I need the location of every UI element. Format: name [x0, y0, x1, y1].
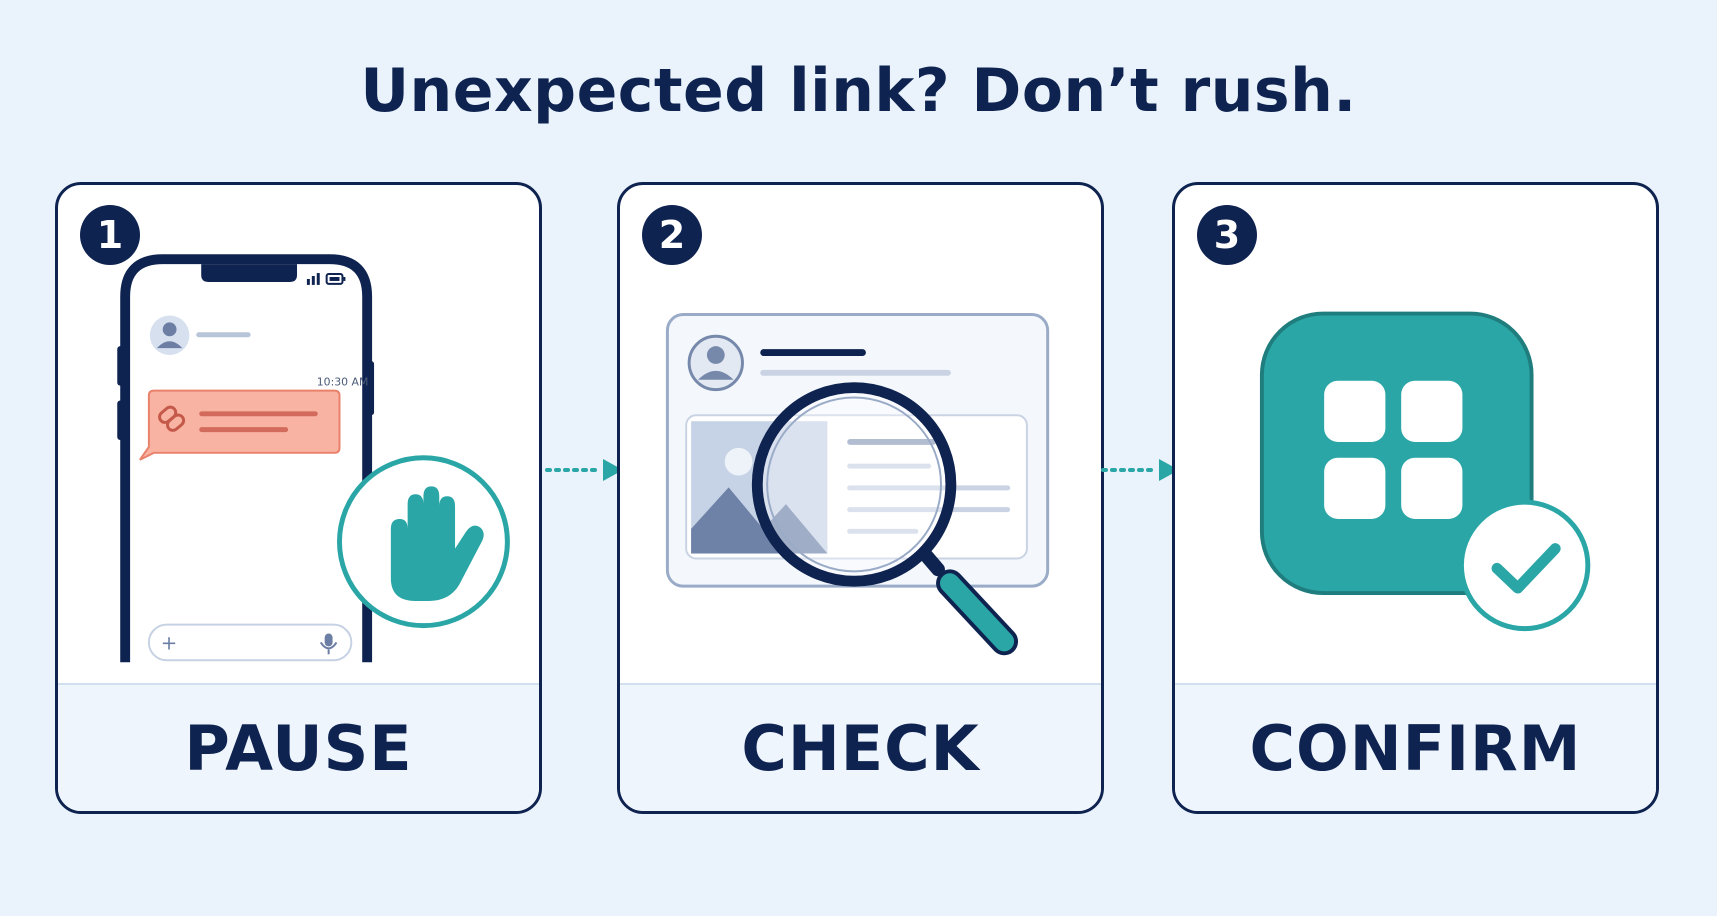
stop-hand-icon [337, 455, 510, 629]
step-label-strip: CONFIRM [1175, 683, 1656, 811]
signal-icon [306, 273, 320, 285]
step-label-strip: CHECK [620, 683, 1101, 811]
app-grid-icon [1259, 311, 1534, 596]
message-input-bar[interactable]: + [147, 623, 353, 662]
step-panel-pause: 10:30 AM + 1 PAUSE [55, 182, 542, 814]
microphone-icon[interactable] [319, 633, 338, 655]
step-number-badge: 1 [80, 205, 140, 265]
verified-app-illustration [1259, 311, 1591, 632]
magnifying-glass-icon [751, 382, 1019, 656]
message-time: 10:30 AM [317, 376, 369, 389]
contact-avatar [149, 315, 190, 356]
checkmark-icon [1458, 499, 1591, 632]
step-label: PAUSE [184, 711, 413, 785]
inspect-message-illustration [665, 313, 1050, 656]
link-icon [158, 405, 186, 432]
step-label: CHECK [741, 711, 980, 785]
phone-illustration: 10:30 AM + [117, 254, 510, 663]
battery-icon [325, 273, 346, 285]
step-panel-confirm: 3 CONFIRM [1172, 182, 1659, 814]
step-label: CONFIRM [1249, 711, 1582, 785]
flow-arrow-icon [545, 459, 623, 481]
image-placeholder-icon [691, 421, 828, 554]
suspicious-link-message[interactable] [139, 389, 341, 461]
step-label-strip: PAUSE [58, 683, 539, 811]
step-number-badge: 3 [1197, 205, 1257, 265]
flow-arrow-icon [1101, 459, 1179, 481]
add-attachment-icon[interactable]: + [161, 631, 178, 654]
step-number-badge: 2 [642, 205, 702, 265]
sender-avatar [687, 334, 744, 392]
page-title: Unexpected link? Don’t rush. [360, 56, 1357, 126]
step-panel-check: 2 CHECK [617, 182, 1104, 814]
